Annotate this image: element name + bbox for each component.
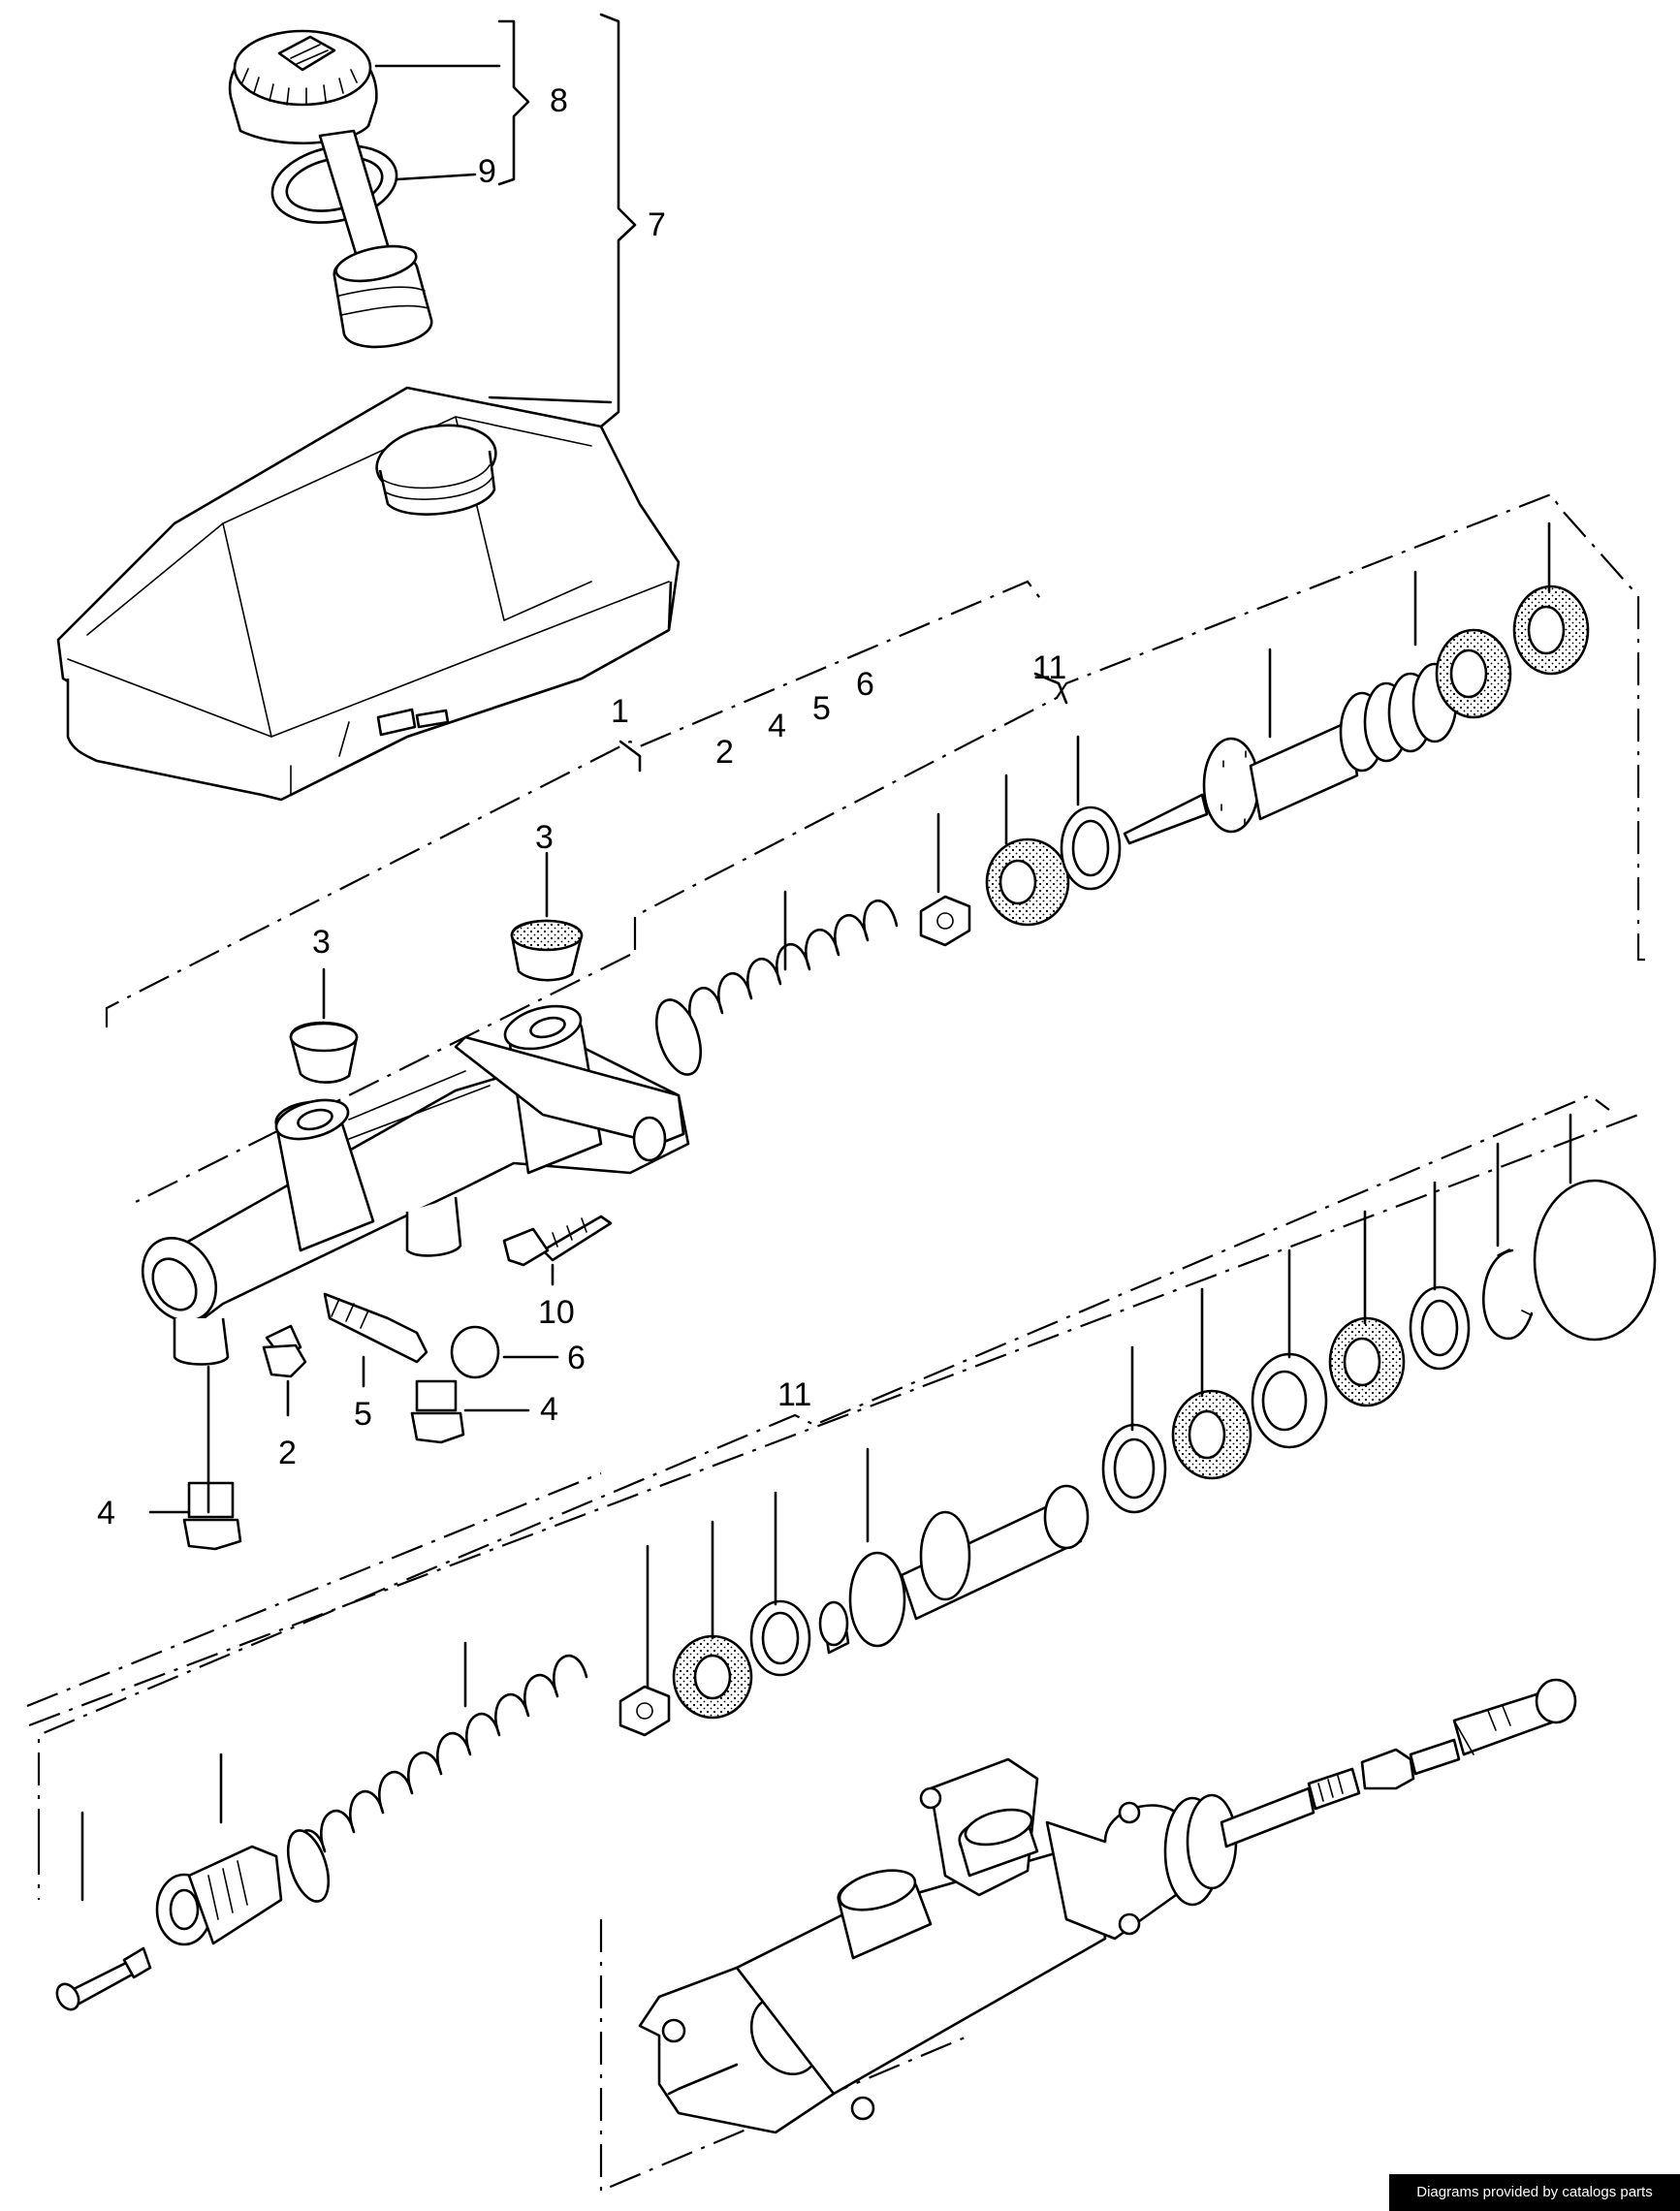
callout-9: 9	[478, 153, 496, 190]
brake-fluid-reservoir	[56, 386, 681, 802]
divider-line-2	[26, 1471, 602, 1708]
screw-10	[502, 1215, 613, 1267]
callout-5-top: 5	[812, 690, 831, 727]
upper-washer-inner	[1071, 819, 1110, 877]
callout-6-top: 6	[856, 666, 874, 703]
o-ring	[1533, 1179, 1657, 1342]
port-cap-3-right	[510, 919, 584, 982]
callout-3-right: 3	[535, 819, 554, 856]
upper-cup-seal-3	[1512, 584, 1590, 676]
assembled-cylinder	[638, 1678, 1577, 2134]
end-plug	[155, 1845, 283, 1946]
callout-8: 8	[550, 82, 568, 119]
fitting-4-right	[410, 1379, 465, 1444]
divider-line	[28, 1113, 1639, 1727]
callout-11-lower: 11	[777, 1376, 811, 1413]
cap-float-stem	[318, 129, 433, 349]
lower-leaders	[80, 1113, 1572, 1902]
callout-5: 5	[354, 1396, 372, 1433]
callout-10: 10	[538, 1294, 575, 1331]
master-cylinder-body	[141, 1004, 690, 1366]
lower-washer-inner	[761, 1611, 800, 1665]
mid-leaders	[148, 851, 559, 1514]
circlip-ends	[1497, 1248, 1533, 1316]
upper-kit-frame	[135, 492, 1648, 1203]
reservoir-cap	[228, 29, 378, 144]
lower-cup-seal-2	[1171, 1389, 1252, 1480]
port-cap-3-left	[289, 1021, 359, 1084]
callout-1: 1	[611, 693, 629, 730]
upper-cup-seal-2	[1435, 628, 1512, 719]
callout-7: 7	[648, 206, 666, 243]
plug-6	[450, 1325, 500, 1379]
callout-leaders-top	[374, 13, 637, 428]
lower-ring-b-inner	[1261, 1370, 1308, 1432]
lower-cup-seal	[672, 1634, 753, 1720]
upper-spring	[655, 900, 899, 1076]
lower-piston	[818, 1484, 1090, 1655]
callout-3-left: 3	[312, 924, 331, 961]
upper-leaders	[783, 521, 1551, 971]
callout-2-top: 2	[715, 734, 734, 771]
callout-6: 6	[567, 1340, 586, 1376]
lower-spring	[286, 1655, 588, 1903]
callout-4-left: 4	[97, 1495, 115, 1532]
diagram-credit: Diagrams provided by catalogs parts	[1389, 2174, 1680, 2211]
lower-ring-a-inner	[1113, 1437, 1156, 1500]
fitting-4-left	[182, 1481, 242, 1551]
callout-4-top: 4	[768, 708, 786, 744]
lower-spring-seat	[618, 1685, 671, 1737]
callout-numbers: 8 9 7 11 1 2 4 5 6 3 3 10 6 4 5 2 4 11	[97, 82, 1066, 1532]
upper-piston	[1123, 662, 1458, 845]
callout-11-upper: 11	[1032, 649, 1066, 686]
upper-spring-seat	[919, 895, 971, 947]
fitting-2	[262, 1324, 307, 1378]
lower-ring-c-inner	[1420, 1299, 1459, 1357]
callout-2: 2	[278, 1435, 297, 1471]
lower-cup-seal-3	[1328, 1316, 1406, 1407]
bleeder-screw-5	[323, 1292, 428, 1364]
stop-screw	[55, 1946, 152, 2011]
master-cylinder-frame	[105, 580, 1043, 1027]
upper-cup-seal	[985, 837, 1070, 927]
circlip	[1482, 1248, 1534, 1341]
callout-4-right: 4	[540, 1391, 558, 1428]
